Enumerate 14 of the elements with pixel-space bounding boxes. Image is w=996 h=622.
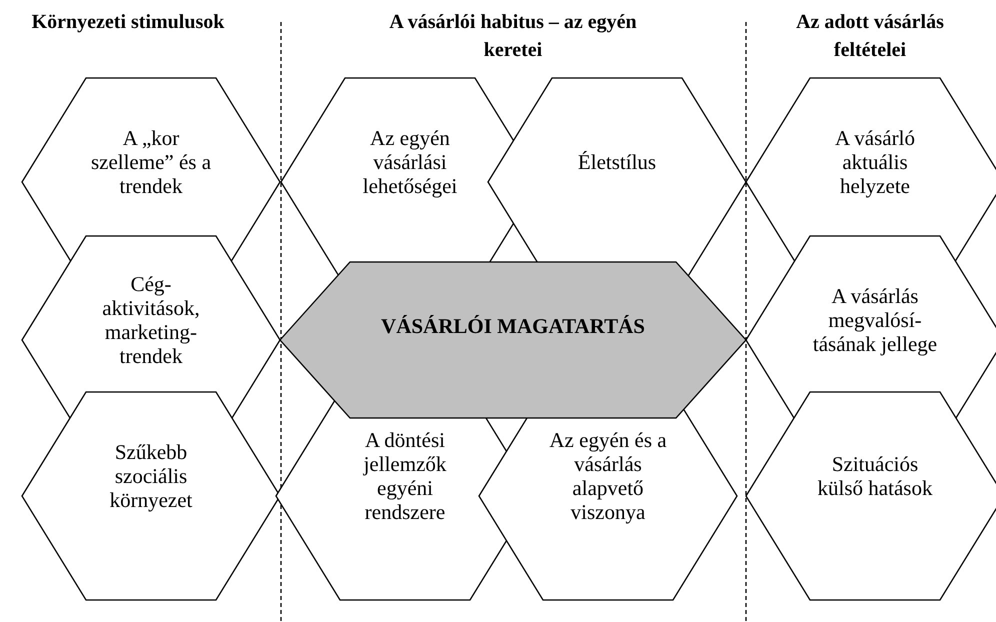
hexagon-label: Az egyén és a vásárlás alapvető viszonya bbox=[548, 428, 668, 524]
hexagon-label: VÁSÁRLÓI MAGATARTÁS bbox=[380, 314, 646, 338]
column-heading: Környezeti stimulusok bbox=[30, 10, 226, 35]
hexagon-label: A vásárló aktuális helyzete bbox=[834, 126, 916, 198]
hexagon-label: Cég-aktivitások, marketing-trendek bbox=[101, 272, 201, 368]
column-heading: A vásárlói habitus – az egyén keretei bbox=[388, 10, 638, 63]
hexagon-label: A vásárlás megvalósí-tásának jellege bbox=[812, 284, 938, 356]
hexagon-label: A „kor szelleme” és a trendek bbox=[90, 126, 212, 198]
hexagon-label: Életstílus bbox=[576, 150, 658, 174]
hexagon-label: Szituációs külső hatások bbox=[816, 452, 934, 500]
hexagon-label: A döntési jellemzők egyéni rendszere bbox=[362, 428, 448, 524]
hexagon-label: Az egyén vásárlási lehetőségei bbox=[362, 126, 458, 198]
column-heading: Az adott vásárlás feltételei bbox=[795, 10, 945, 63]
hexagon-label: Szűkebb szociális környezet bbox=[108, 440, 194, 512]
